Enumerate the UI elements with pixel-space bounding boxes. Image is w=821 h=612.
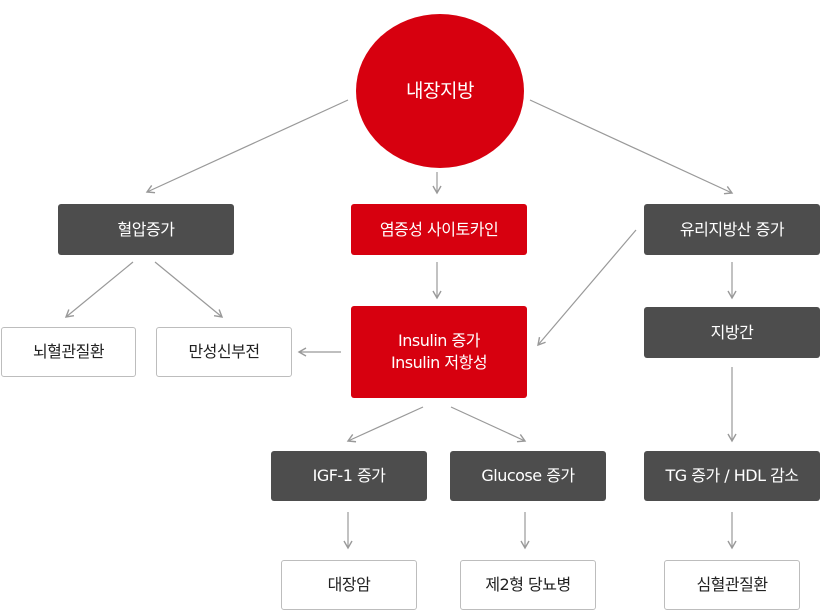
- node-type2-diabetes-label: 제2형 당뇨병: [485, 575, 571, 594]
- node-visceral-fat-label: 내장지방: [406, 80, 474, 102]
- arrow-hypertension-to-cerebrovascular: [64, 261, 134, 318]
- node-insulin-increase-label: Insulin 증가: [398, 331, 480, 350]
- node-insulin: Insulin 증가 Insulin 저항성: [351, 306, 527, 398]
- node-hypertension: 혈압증가: [58, 204, 234, 255]
- node-tg-hdl: TG 증가 / HDL 감소: [644, 451, 820, 501]
- node-colon-cancer: 대장암: [281, 560, 417, 610]
- node-cerebrovascular-label: 뇌혈관질환: [32, 342, 105, 361]
- node-chronic-kidney-label: 만성신부전: [188, 342, 260, 361]
- node-free-fatty-acid-label: 유리지방산 증가: [679, 219, 785, 239]
- node-cardiovascular: 심혈관질환: [664, 560, 800, 610]
- node-glucose: Glucose 증가: [450, 451, 606, 501]
- arrow-visceral-to-fattyacid: [529, 99, 734, 195]
- node-insulin-resistance-label: Insulin 저항성: [390, 353, 488, 372]
- node-tg-hdl-label: TG 증가 / HDL 감소: [665, 466, 799, 485]
- node-chronic-kidney: 만성신부전: [156, 327, 292, 377]
- node-visceral-fat: 내장지방: [356, 14, 524, 168]
- node-hypertension-label: 혈압증가: [117, 219, 175, 239]
- node-inflammatory-cytokine-label: 염증성 사이토카인: [379, 219, 499, 239]
- arrow-visceral-to-hypertension: [145, 99, 349, 194]
- node-colon-cancer-label: 대장암: [327, 575, 371, 594]
- arrow-insulin-to-glucose: [450, 406, 527, 443]
- node-cardiovascular-label: 심혈관질환: [696, 575, 768, 594]
- node-fatty-liver: 지방간: [644, 307, 820, 358]
- node-glucose-label: Glucose 증가: [481, 466, 575, 485]
- node-fatty-liver-label: 지방간: [710, 322, 754, 342]
- arrow-insulin-to-igf1: [346, 406, 424, 443]
- node-type2-diabetes: 제2형 당뇨병: [460, 560, 596, 610]
- node-igf1-label: IGF-1 증가: [312, 466, 386, 485]
- node-cerebrovascular: 뇌혈관질환: [1, 327, 136, 377]
- node-free-fatty-acid: 유리지방산 증가: [644, 204, 820, 255]
- node-igf1: IGF-1 증가: [271, 451, 427, 501]
- arrow-hypertension-to-kidney: [154, 261, 224, 318]
- node-inflammatory-cytokine: 염증성 사이토카인: [351, 204, 527, 255]
- arrow-fattyacid-to-insulin: [537, 229, 637, 347]
